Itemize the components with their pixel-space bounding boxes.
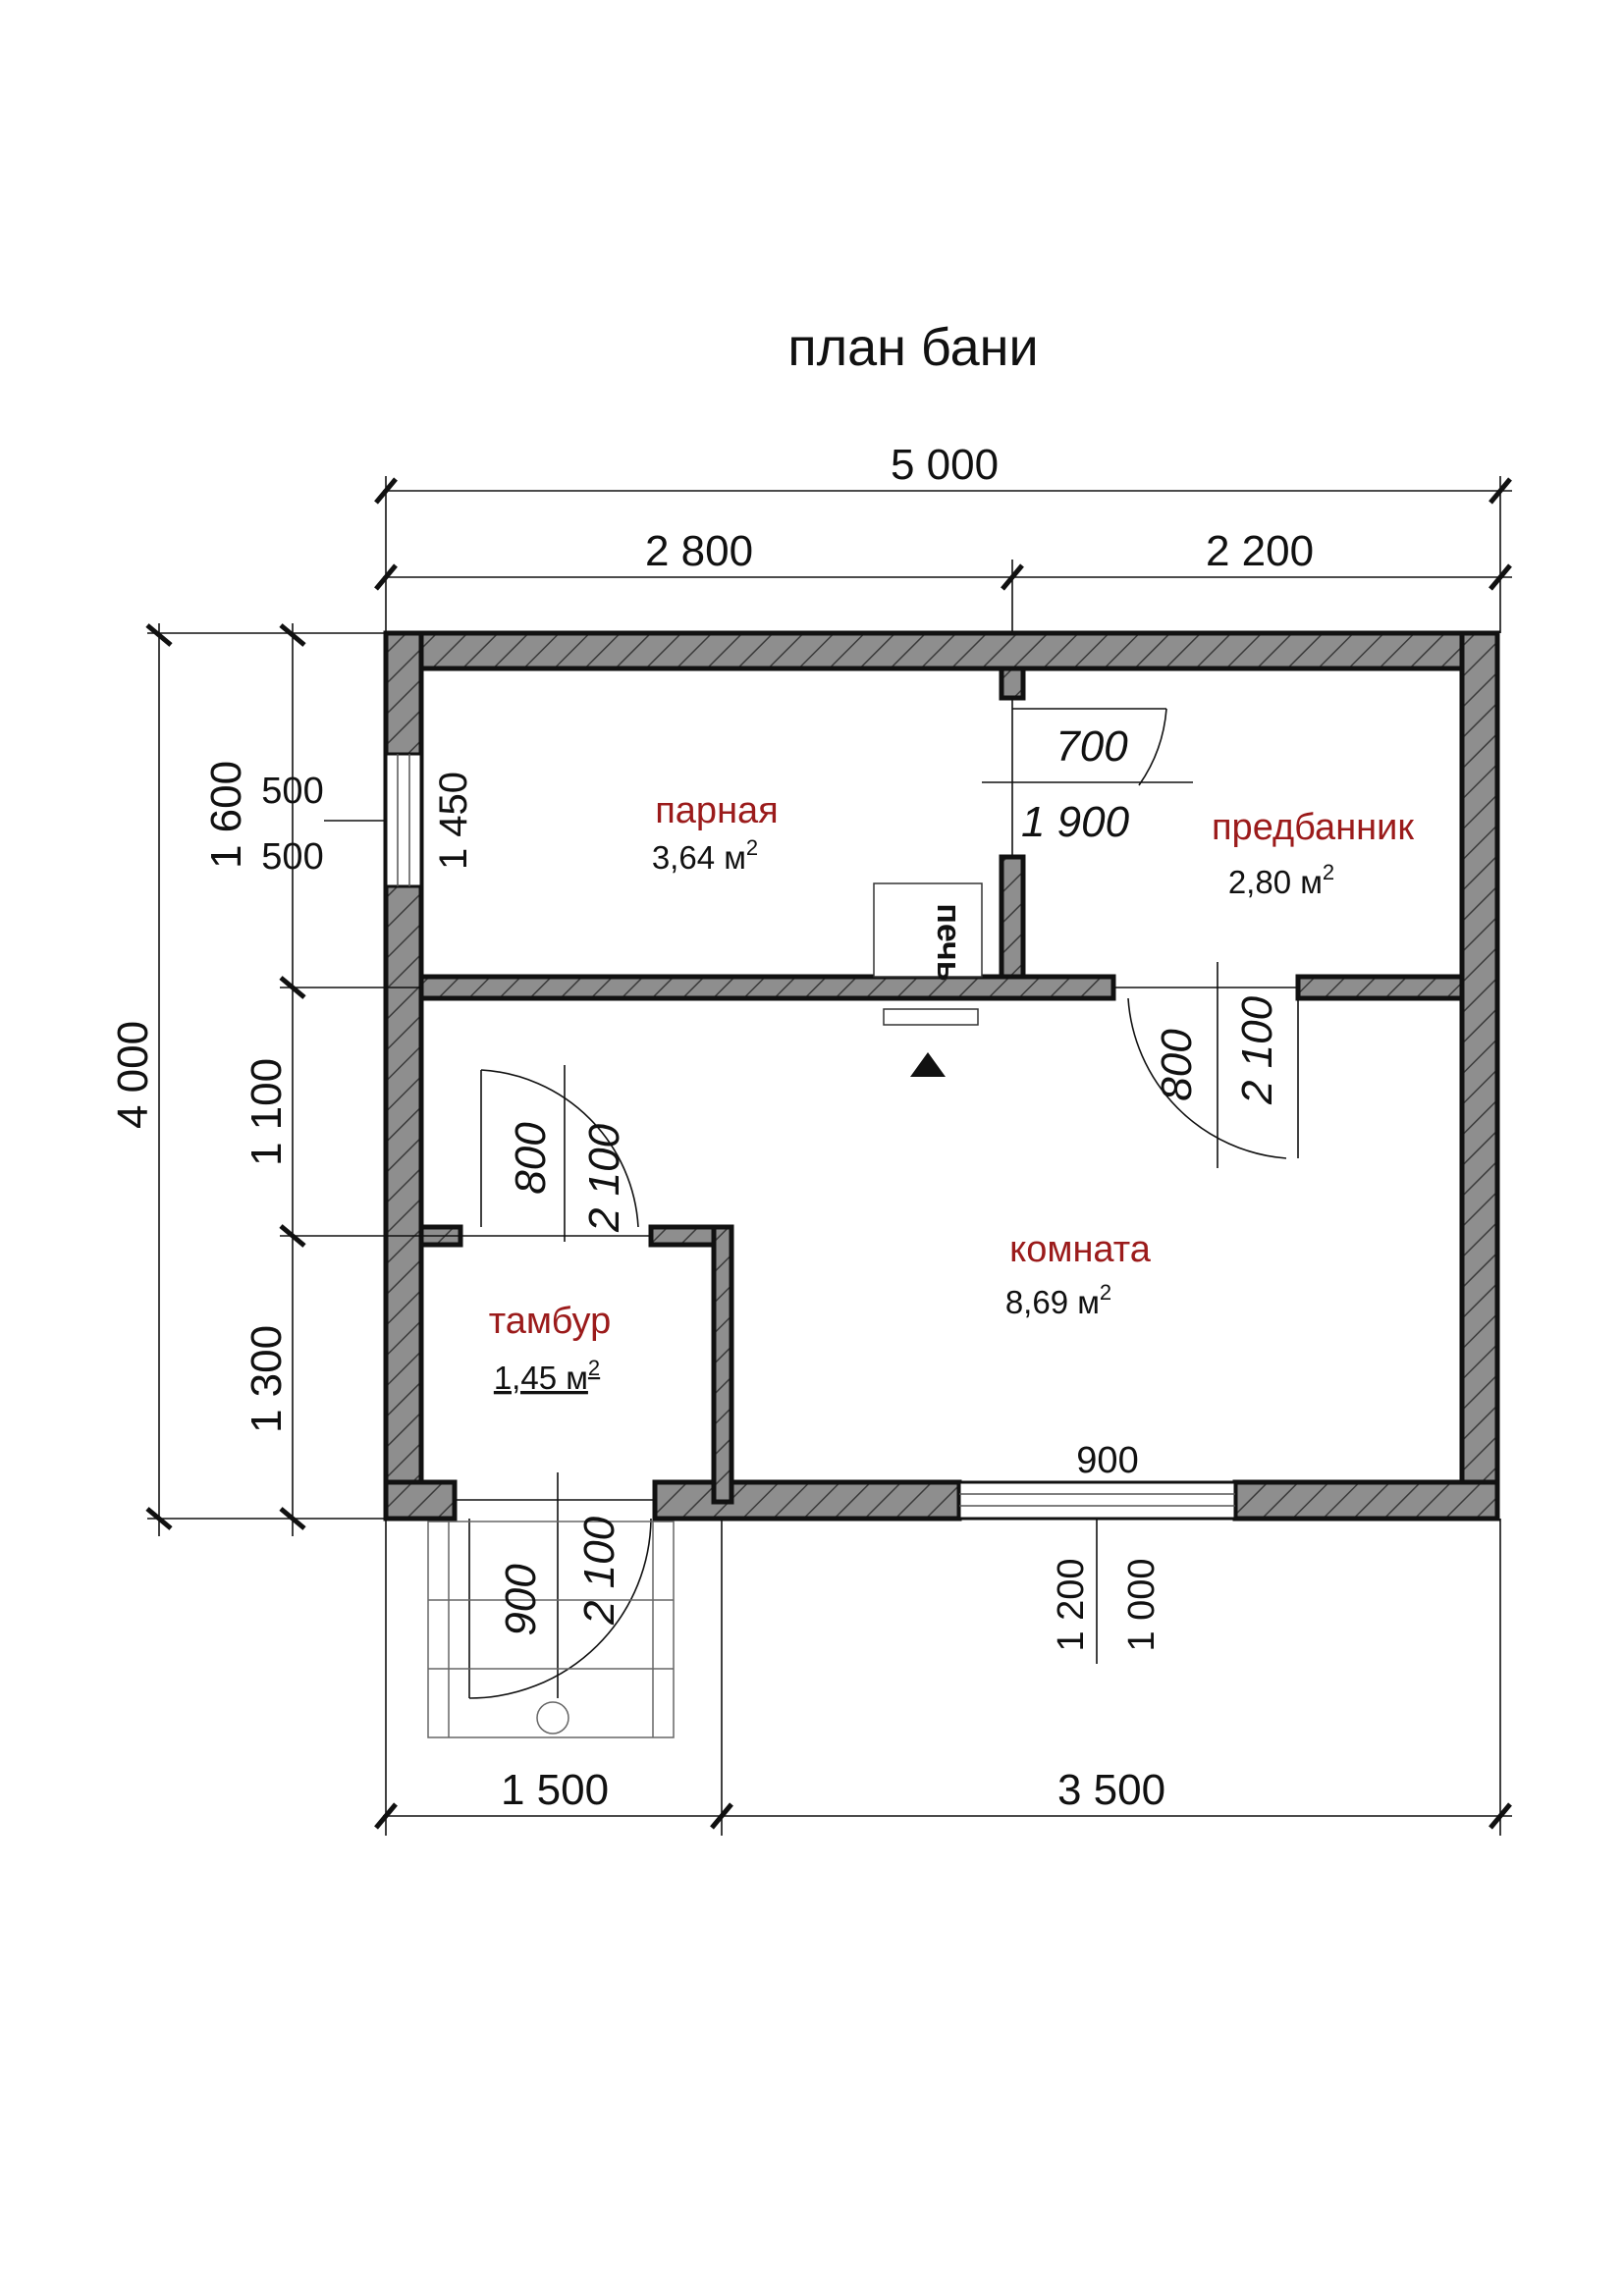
dim-window-bottom-w: 900 — [1076, 1440, 1138, 1481]
dim-door-predbannik-h: 2 100 — [1233, 995, 1281, 1105]
wall-inner-horizontal-right — [1295, 974, 1465, 1001]
door-parnaya — [982, 698, 1193, 857]
dim-left-1: 1 600 — [202, 761, 250, 869]
dim-bottom-right: 3 500 — [1057, 1766, 1165, 1814]
porch — [427, 1521, 675, 1738]
dim-door-predbannik-w: 800 — [1153, 1029, 1201, 1101]
dimension-lines — [145, 476, 1512, 1836]
room-komnata: комната 8,69 м2 — [1005, 1229, 1152, 1320]
dim-top-total: 5 000 — [891, 441, 999, 489]
dim-top-right: 2 200 — [1206, 527, 1314, 575]
stove-marker-icon — [910, 1052, 946, 1077]
dim-door-tambur-h: 2 100 — [580, 1123, 628, 1233]
door-entry — [455, 1472, 655, 1699]
room-name-parnaya: парная — [655, 790, 779, 831]
room-predbannik: предбанник 2,80 м2 — [1212, 807, 1414, 900]
dim-door-entry-h: 2 100 — [575, 1516, 623, 1626]
wall-top — [383, 630, 1500, 671]
window-left — [384, 752, 423, 888]
wall-bottom-left — [383, 1479, 458, 1522]
dim-left-3: 1 300 — [243, 1325, 291, 1433]
dim-door-parnaya-w: 700 — [1056, 722, 1128, 771]
room-tambur: тамбур 1,45 м2 — [489, 1301, 611, 1396]
room-area-komnata: 8,69 м2 — [1005, 1280, 1111, 1320]
dim-window-left-b: 500 — [261, 836, 323, 878]
dim-left-total: 4 000 — [109, 1021, 157, 1129]
wall-inner-vertical-bottom — [999, 854, 1026, 980]
dim-left-2: 1 100 — [243, 1058, 291, 1166]
dim-door-entry-w: 900 — [497, 1564, 545, 1636]
wall-bottom-right — [1232, 1479, 1500, 1522]
room-name-komnata: комната — [1009, 1229, 1152, 1270]
dim-window-left-a: 500 — [261, 771, 323, 812]
door-tambur — [460, 1065, 651, 1242]
room-area-predbannik: 2,80 м2 — [1228, 860, 1334, 900]
dim-door-parnaya-h: 1 900 — [1021, 798, 1130, 846]
dim-bottom-left: 1 500 — [501, 1766, 609, 1814]
door-predbannik — [1113, 962, 1299, 1168]
wall-tambur-right — [711, 1224, 734, 1505]
wall-inner-horizontal-left — [418, 974, 1116, 1001]
dim-window-bottom-h1: 1 200 — [1051, 1558, 1092, 1651]
stove-label: печь — [930, 903, 967, 981]
room-parnaya: парная 3,64 м2 — [652, 790, 779, 876]
room-name-predbannik: предбанник — [1212, 807, 1414, 848]
stove: печь — [873, 882, 983, 1077]
room-area-parnaya: 3,64 м2 — [652, 835, 758, 876]
window-bottom — [957, 1480, 1237, 1521]
dim-window-left-h: 1 450 — [432, 772, 475, 870]
dim-door-tambur-w: 800 — [507, 1122, 555, 1195]
room-area-tambur: 1,45 м2 — [494, 1356, 600, 1396]
wall-bottom-mid — [652, 1479, 962, 1522]
dim-window-bottom-h2: 1 000 — [1121, 1558, 1163, 1651]
dim-top-left: 2 800 — [645, 527, 753, 575]
plan-title: план бани — [787, 318, 1038, 377]
wall-right — [1459, 630, 1500, 1522]
room-name-tambur: тамбур — [489, 1301, 611, 1342]
wall-inner-vertical-top — [999, 666, 1026, 701]
